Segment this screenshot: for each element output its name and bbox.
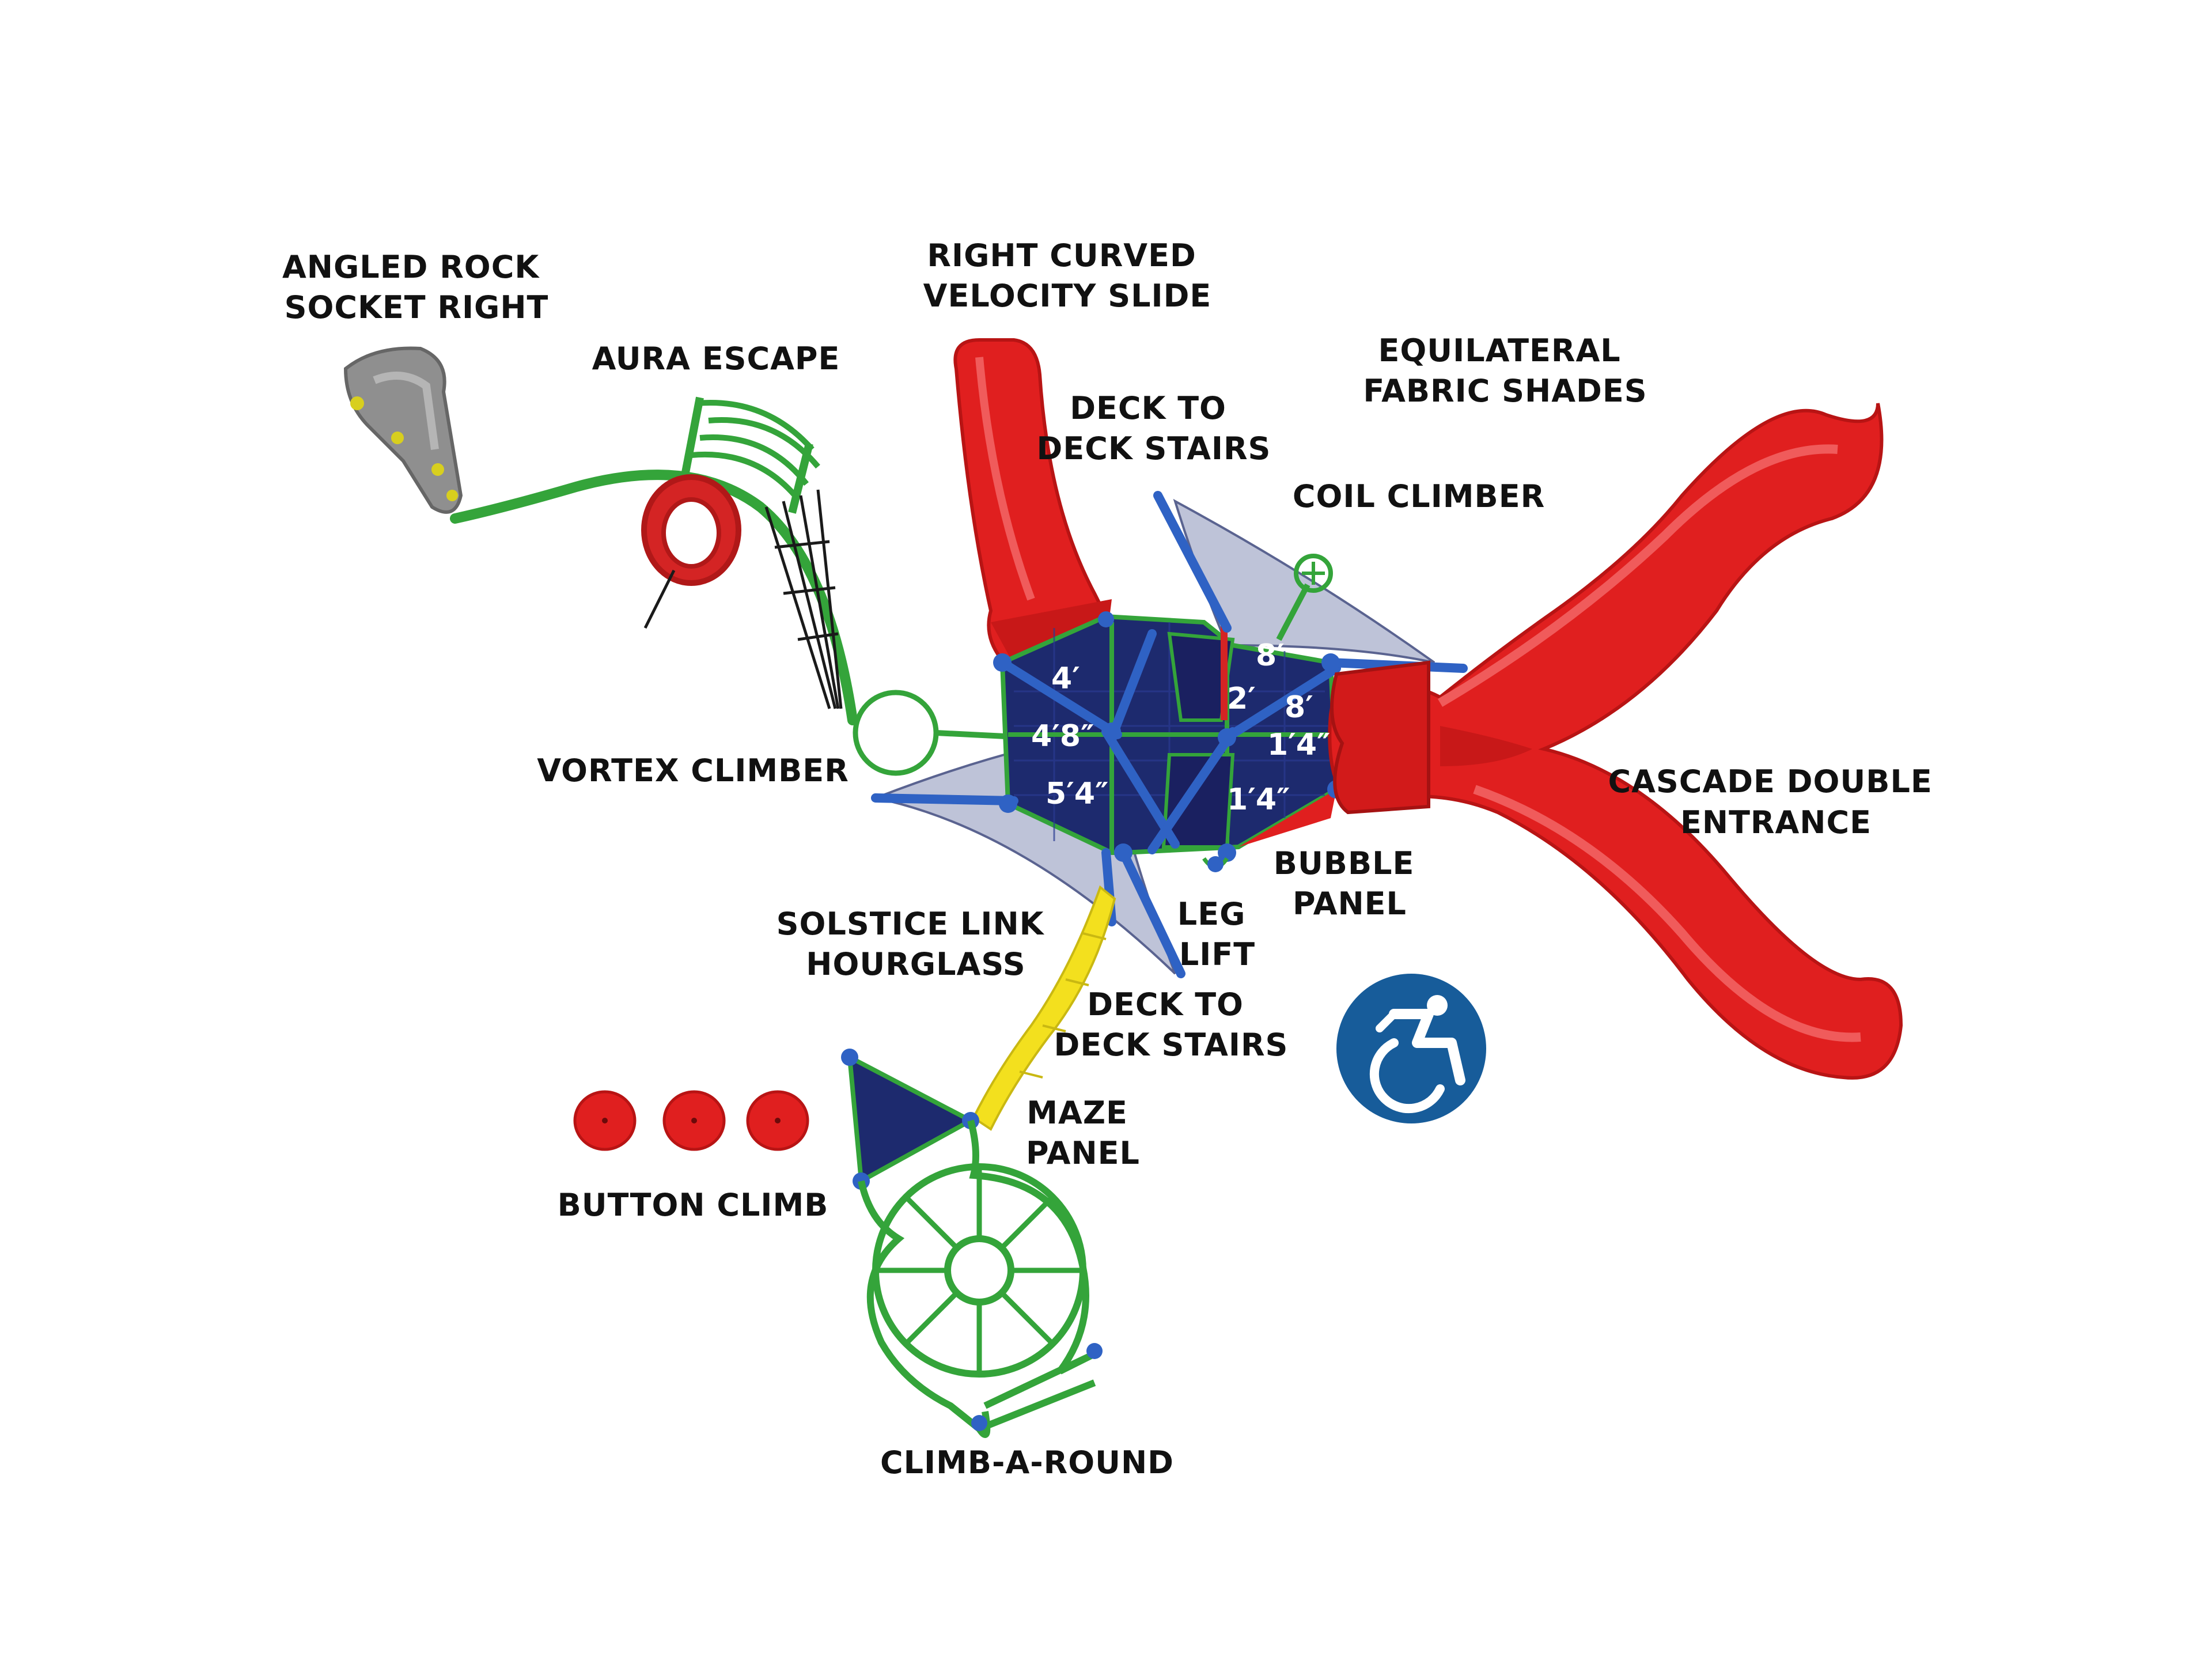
angled-rock-socket — [343, 346, 463, 514]
label-bubble-panel: BUBBLE PANEL — [1274, 845, 1426, 922]
label-aura-escape: AURA ESCAPE — [592, 340, 840, 377]
label-right-curved-slide: RIGHT CURVED VELOCITY SLIDE — [923, 237, 1212, 314]
label-equilateral-shades: EQUILATERAL FABRIC SHADES — [1363, 332, 1647, 409]
label-leg-lift: LEG LIFT — [1177, 896, 1257, 973]
deck-height-2ft: 2′ — [1227, 682, 1256, 716]
climb-a-round — [858, 1119, 1096, 1438]
deck-height-1ft4in-a: 1′4″ — [1267, 728, 1330, 762]
leg-lift — [1202, 856, 1229, 872]
deck-height-4ft: 4′ — [1051, 661, 1080, 696]
support-posts — [871, 491, 1468, 978]
label-deck-stairs-top: DECK TO DECK STAIRS — [1037, 390, 1271, 467]
label-maze-panel: MAZE PANEL — [1026, 1095, 1140, 1171]
cascade-double-entrance — [1328, 403, 1903, 1080]
label-cascade-double: CASCADE DOUBLE ENTRANCE — [1608, 763, 1944, 841]
label-coil-climber: COIL CLIMBER — [1293, 478, 1545, 514]
coil-climber — [1276, 554, 1333, 641]
label-angled-rock: ANGLED ROCK SOCKET RIGHT — [282, 249, 551, 326]
label-solstice-link: SOLSTICE LINK HOURGLASS — [777, 906, 1056, 982]
deck-height-labels: 4′ 4′8″ 5′4″ 8′ 2′ 8′ 1′4″ 1′4″ — [1031, 638, 1330, 817]
component-labels: ANGLED ROCK SOCKET RIGHT AURA ESCAPE RIG… — [282, 237, 1944, 1481]
deck-height-8ft-top: 8′ — [1256, 638, 1285, 673]
deck-height-8ft-mid: 8′ — [1285, 690, 1313, 725]
label-vortex-climber: VORTEX CLIMBER — [537, 752, 849, 789]
wheelchair-accessible-icon — [1336, 974, 1486, 1123]
solstice-link-hourglass — [972, 885, 1116, 1131]
label-button-climb: BUTTON CLIMB — [558, 1187, 829, 1223]
deck-height-5ft4in: 5′4″ — [1046, 777, 1108, 811]
vortex-climber — [853, 690, 1006, 776]
deck-height-1ft4in-b: 1′4″ — [1227, 782, 1290, 817]
label-climb-a-round: CLIMB-A-ROUND — [880, 1444, 1174, 1481]
deck-height-4ft8in: 4′8″ — [1031, 719, 1094, 754]
label-deck-stairs-bottom: DECK TO DECK STAIRS — [1054, 986, 1289, 1063]
aura-escape — [641, 396, 843, 709]
